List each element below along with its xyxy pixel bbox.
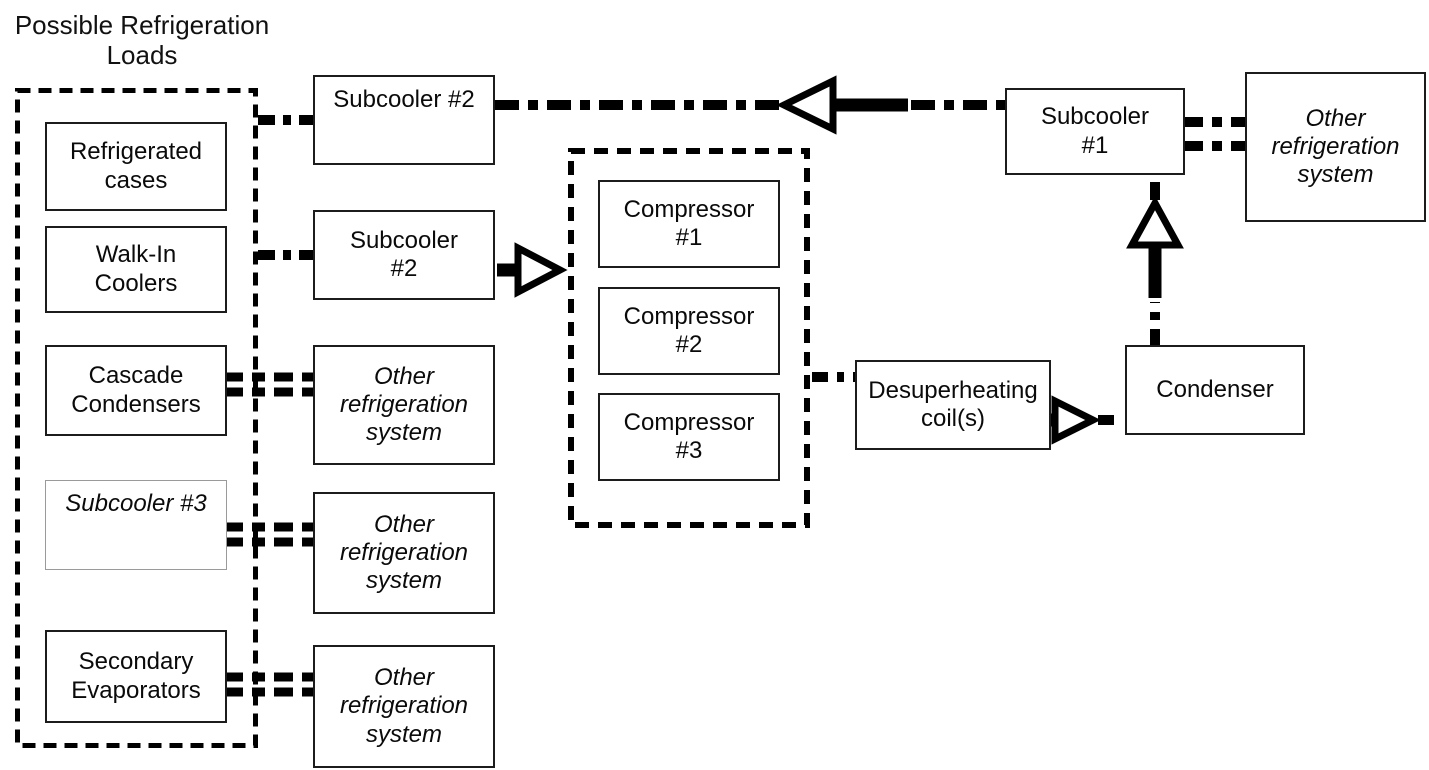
node-desuperheating-coils: Desuperheating coil(s) [855,360,1051,450]
node-subcooler-3: Subcooler #3 [45,480,227,570]
node-cascade-condensers: Cascade Condensers [45,345,227,436]
node-condenser: Condenser [1125,345,1305,435]
arrowhead-up-icon [1126,195,1184,249]
node-other-refrigeration-system-right: Other refrigeration system [1245,72,1426,222]
node-refrigerated-cases: Refrigerated cases [45,122,227,211]
node-other-refrigeration-system-2: Other refrigeration system [313,492,495,614]
loads-group-title: Possible Refrigeration Loads [14,10,270,71]
arrowhead-right-icon [514,242,568,298]
node-walk-in-coolers: Walk-In Coolers [45,226,227,313]
arrowhead-left-icon [776,75,837,135]
node-compressor-3: Compressor #3 [598,393,780,481]
node-subcooler-2: Subcooler #2 [313,210,495,300]
node-subcooler-2-top: Subcooler #2 [313,75,495,165]
node-other-refrigeration-system-3: Other refrigeration system [313,645,495,768]
node-compressor-2: Compressor #2 [598,287,780,375]
node-secondary-evaporators: Secondary Evaporators [45,630,227,723]
node-compressor-1: Compressor #1 [598,180,780,268]
node-other-refrigeration-system-1: Other refrigeration system [313,345,495,465]
node-subcooler-1: Subcooler #1 [1005,88,1185,175]
arrowhead-right-icon [1051,395,1101,445]
